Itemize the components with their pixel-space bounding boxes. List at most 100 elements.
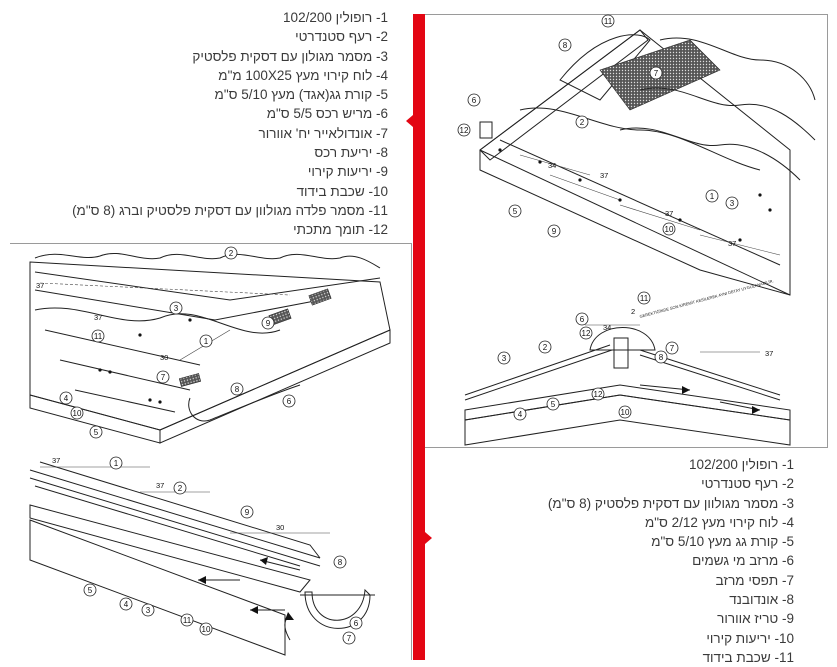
svg-text:2: 2 [580, 118, 585, 127]
ridge-note: GEREKTİĞİNDE SON KİREMİT KESİLEREK AYNI … [639, 278, 774, 319]
eaves-section-drawing: 37 37 30 [29, 456, 375, 656]
callout-6: 6 [575, 312, 589, 326]
callout-7: 7 [156, 370, 170, 384]
svg-text:5: 5 [551, 400, 556, 409]
callout-11: 11 [180, 613, 194, 627]
svg-text:2: 2 [543, 343, 548, 352]
callout-4: 4 [119, 597, 133, 611]
callout-10: 10 [618, 405, 632, 419]
dim-34-b: 34 [603, 323, 611, 332]
callout-3: 3 [141, 603, 155, 617]
svg-text:9: 9 [552, 227, 557, 236]
callout-2: 2 [224, 246, 238, 260]
callout-12: 12 [591, 387, 605, 401]
svg-text:10: 10 [202, 625, 211, 634]
callout-8: 8 [333, 555, 347, 569]
callout-2: 2 [538, 340, 552, 354]
legend-item: 7- אונדולאייר יח' אוורור [258, 125, 388, 141]
legend-item: 6- מריש רכס 5/5 ס"מ [266, 106, 388, 122]
callout-9: 9 [261, 316, 275, 330]
legend-item: 6- מרזב מי גשמים [692, 553, 794, 569]
svg-text:8: 8 [235, 385, 240, 394]
callout-8: 8 [230, 382, 244, 396]
dim-37-g: 37 [728, 239, 736, 248]
callout-11: 11 [91, 329, 105, 343]
svg-text:3: 3 [502, 354, 507, 363]
callout-2: 2 [173, 481, 187, 495]
ridge-isometric-drawing: 34 37 37 37 [479, 29, 816, 296]
svg-text:6: 6 [287, 397, 292, 406]
svg-text:11: 11 [94, 332, 103, 341]
svg-text:9: 9 [245, 508, 250, 517]
svg-text:6: 6 [354, 619, 359, 628]
svg-text:7: 7 [670, 344, 675, 353]
legend-item: 2- רעף סטנדרטי [701, 476, 794, 492]
callout-1: 1 [705, 189, 719, 203]
dim-2: 2 [631, 307, 635, 316]
callout-2: 2 [575, 115, 589, 129]
callout-9: 9 [240, 505, 254, 519]
svg-text:6: 6 [580, 315, 585, 324]
legend-item: 4- לוח קירוי מעץ 100X25 מ"מ [218, 67, 388, 83]
svg-text:8: 8 [338, 558, 343, 567]
callout-3: 3 [169, 301, 183, 315]
svg-text:5: 5 [88, 586, 93, 595]
callout-9: 9 [547, 224, 561, 238]
callout-8: 8 [654, 350, 668, 364]
eaves-isometric-drawing: 37 30 37 [29, 252, 391, 444]
pointer-right-icon [425, 532, 432, 544]
callout-5: 5 [83, 583, 97, 597]
svg-text:4: 4 [518, 410, 523, 419]
legend-item: 7- תפסי מרזב [715, 572, 794, 588]
callout-1: 1 [199, 334, 213, 348]
callout-6: 6 [467, 93, 481, 107]
dim-37-e: 37 [600, 171, 608, 180]
svg-text:5: 5 [513, 207, 518, 216]
callout-12: 12 [579, 326, 593, 340]
svg-text:7: 7 [654, 69, 659, 78]
callout-10: 10 [199, 622, 213, 636]
callout-12: 12 [457, 123, 471, 137]
svg-text:2: 2 [229, 249, 234, 258]
legend-item: 8- יריעת רכס [314, 145, 388, 161]
svg-text:11: 11 [183, 616, 192, 625]
callout-7: 7 [649, 66, 663, 80]
legend-item: 10- שכבת בידוד [296, 183, 388, 199]
svg-text:12: 12 [460, 126, 469, 135]
legend-item: 8- אונדובנד [729, 592, 794, 608]
svg-text:5: 5 [94, 428, 99, 437]
svg-text:10: 10 [73, 409, 82, 418]
legend-item: 3- מסמר מגולון עם דסקית פלסטיק [192, 48, 388, 64]
legend-item: 5- קורת גג(אגד) מעץ 5/10 ס"מ [214, 87, 388, 103]
svg-text:1: 1 [710, 192, 715, 201]
svg-text:9: 9 [266, 319, 271, 328]
callout-4: 4 [513, 407, 527, 421]
callout-8: 8 [558, 38, 572, 52]
svg-text:2: 2 [178, 484, 183, 493]
legend-item: 4- לוח קירוי מעץ 2/12 ס"מ [644, 514, 794, 530]
eaves-detail-panel [10, 243, 412, 660]
dim-30-a: 30 [160, 353, 168, 362]
ridge-section-drawing: 34 3 7 2 GEREKTİĞİNDE SON KİREMİT KESİLER… [464, 278, 791, 446]
legend-item: 9- יריעות קירוי [307, 164, 388, 180]
svg-text:8: 8 [659, 353, 664, 362]
dim-37-f: 37 [665, 209, 673, 218]
dim-30-b: 30 [276, 523, 284, 532]
svg-text:4: 4 [124, 600, 129, 609]
svg-text:7: 7 [347, 634, 352, 643]
pointer-left-icon [406, 115, 413, 127]
callout-1: 1 [109, 456, 123, 470]
dim-37-d: 37 [156, 481, 164, 490]
svg-text:3: 3 [730, 199, 735, 208]
svg-text:3: 3 [174, 304, 179, 313]
legend-item: 1- רופולין 102/200 [283, 10, 388, 25]
svg-text:8: 8 [563, 41, 568, 50]
callout-3: 3 [725, 196, 739, 210]
callout-7: 7 [342, 631, 356, 645]
callout-6: 6 [349, 616, 363, 630]
svg-text:10: 10 [621, 408, 630, 417]
callout-5: 5 [89, 425, 103, 439]
legend-item: 1- רופולין 102/200 [689, 457, 794, 472]
